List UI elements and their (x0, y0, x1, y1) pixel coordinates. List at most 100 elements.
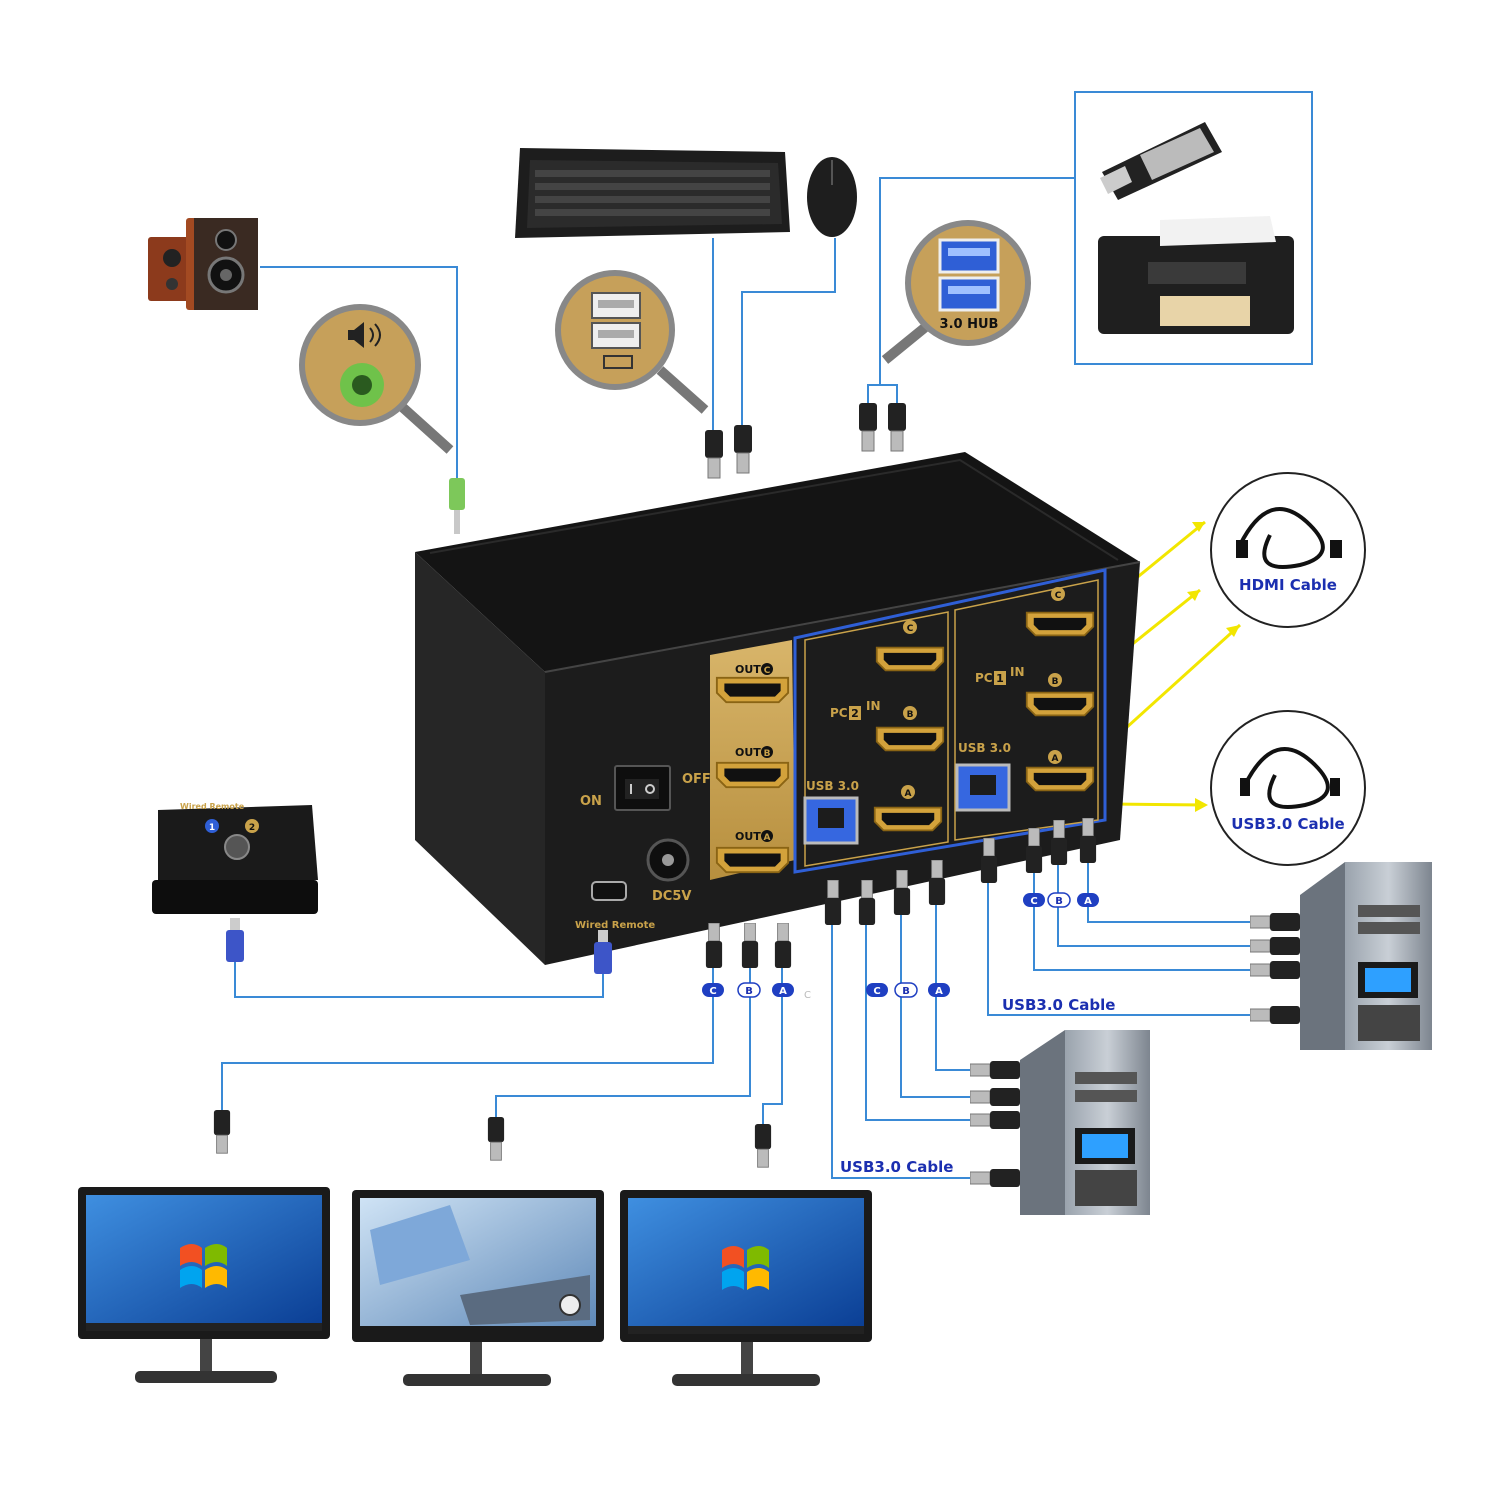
pc2-usb-cable (831, 925, 972, 1179)
power-on-label: ON (580, 794, 602, 809)
monitor-3-plug (754, 1124, 772, 1168)
pc1-c-input-plug (1250, 960, 1300, 980)
pc2-usb-cable-label: USB3.0 Cable (840, 1158, 953, 1176)
monitor-1-plug (213, 1110, 231, 1154)
speakers-icon (148, 218, 258, 310)
pc1-b-tag: B (1055, 896, 1063, 907)
pc1-b-plug (1050, 820, 1068, 865)
out-a-letter: A (764, 833, 771, 843)
monitor-c-cable (221, 968, 714, 1110)
pc2-hdmi-b-port (875, 726, 945, 752)
monitor-c-plug (705, 923, 723, 968)
monitor-a-tag: A (779, 986, 787, 997)
pc1-port-c-letter: C (1055, 591, 1062, 601)
hdmi-out-a-port (715, 846, 790, 874)
keyboard-icon (515, 148, 790, 238)
out-c-label: OUT (735, 663, 761, 676)
remote-title: Wired Remote (180, 802, 245, 811)
hdmi-cable-callout (1210, 472, 1366, 628)
printer-icon (1098, 216, 1294, 334)
pc2-c-cable (865, 925, 972, 1121)
windows-logo-icon-3 (722, 1246, 769, 1290)
out-a-label: OUT (735, 830, 761, 843)
pc2-tag: PC (830, 706, 848, 720)
windows-logo-icon-1 (180, 1244, 227, 1288)
monitor-1 (78, 1187, 330, 1383)
monitor-2-plug (487, 1117, 505, 1161)
pc1-usb-input-plug (1250, 1005, 1300, 1025)
pc1-in-label: IN (1010, 665, 1025, 679)
pc2-b-cable (900, 915, 972, 1098)
pc1-usb-plug (980, 838, 998, 883)
pc1-abc-tags (1023, 892, 1099, 908)
pc1-b-cable (1057, 860, 1250, 947)
pc1-usb30-label: USB 3.0 (958, 741, 1011, 755)
pc1-a-tag: A (1084, 896, 1092, 907)
pc2-port-a-letter: A (905, 789, 912, 799)
usb-cable-callout-label: USB3.0 Cable (1231, 815, 1344, 833)
pc2-a-plug (928, 860, 946, 905)
power-off-label: OFF (682, 772, 711, 787)
pc1-num: 1 (996, 672, 1004, 685)
remote-plug-right (594, 930, 612, 974)
audio-plug-icon (449, 478, 465, 534)
hub-plug-2 (887, 403, 907, 452)
monitor-b-plug (741, 923, 759, 968)
pc2-a-tag: A (935, 986, 943, 997)
pc2-b-plug (893, 870, 911, 915)
pc2-a-input-plug (970, 1060, 1020, 1080)
usb-port-magnifier-icon (555, 270, 709, 414)
monitor-abc-tags (702, 982, 794, 998)
monitor-c-tag: C (709, 986, 716, 997)
pc2-abc-tags (866, 982, 950, 998)
pc1-tower-icon (1300, 862, 1432, 1050)
remote-btn1-label: 1 (209, 823, 215, 833)
pc2-port-b-letter: B (907, 710, 914, 720)
remote-plug-left (226, 918, 244, 962)
wired-remote-port-label: Wired Remote (575, 920, 655, 931)
usb-devices-box (1074, 91, 1313, 365)
remote-cable (234, 955, 604, 998)
wired-remote-port (591, 881, 627, 901)
pc2-usb-input-plug (970, 1168, 1020, 1188)
remote-button (224, 834, 250, 860)
faint-c-tag: C (804, 990, 811, 1001)
hdmi-out-c-port (715, 676, 790, 704)
dc-label: DC5V (652, 889, 691, 904)
pc1-hdmi-a-port (1025, 766, 1095, 792)
hdmi-out-b-port (715, 761, 790, 789)
pc1-hdmi-c-port (1025, 611, 1095, 637)
remote-btn2-label: 2 (249, 823, 255, 833)
monitor-a-cable (762, 968, 783, 1124)
pc1-c-cable (1033, 870, 1250, 971)
pc1-port-b-letter: B (1052, 677, 1059, 687)
out-c-letter: C (764, 666, 771, 676)
audio-port-magnifier-icon (299, 304, 454, 454)
audio-cable (260, 266, 458, 480)
hub-badge: 3.0 HUB (940, 317, 999, 332)
monitor-3 (620, 1190, 872, 1386)
mouse-cable (741, 238, 836, 425)
usb-hub-cable (867, 177, 1075, 405)
input-panel (793, 568, 1107, 874)
pc2-hdmi-a-port (873, 806, 943, 832)
pc1-hdmi-b-port (1025, 691, 1095, 717)
monitor-a-plug (774, 923, 792, 968)
out-b-label: OUT (735, 746, 761, 759)
pc2-a-cable (935, 905, 972, 1071)
monitor-b-cable (495, 968, 751, 1117)
pc1-a-cable (1087, 860, 1250, 923)
out-panel (710, 640, 795, 880)
pc2-hdmi-c-port (875, 646, 945, 672)
pc1-usb-cable (987, 880, 1250, 1016)
flash-drive-icon (1100, 122, 1222, 200)
pc2-usb-plug (824, 880, 842, 925)
monitor-2 (352, 1190, 604, 1386)
pc2-tower-icon (1020, 1030, 1150, 1215)
kvm-switch (415, 452, 1141, 965)
hub-plug-1 (858, 403, 878, 452)
pc2-c-input-plug (970, 1110, 1020, 1130)
mouse-icon (807, 157, 857, 237)
pc1-c-tag: C (1030, 896, 1037, 907)
